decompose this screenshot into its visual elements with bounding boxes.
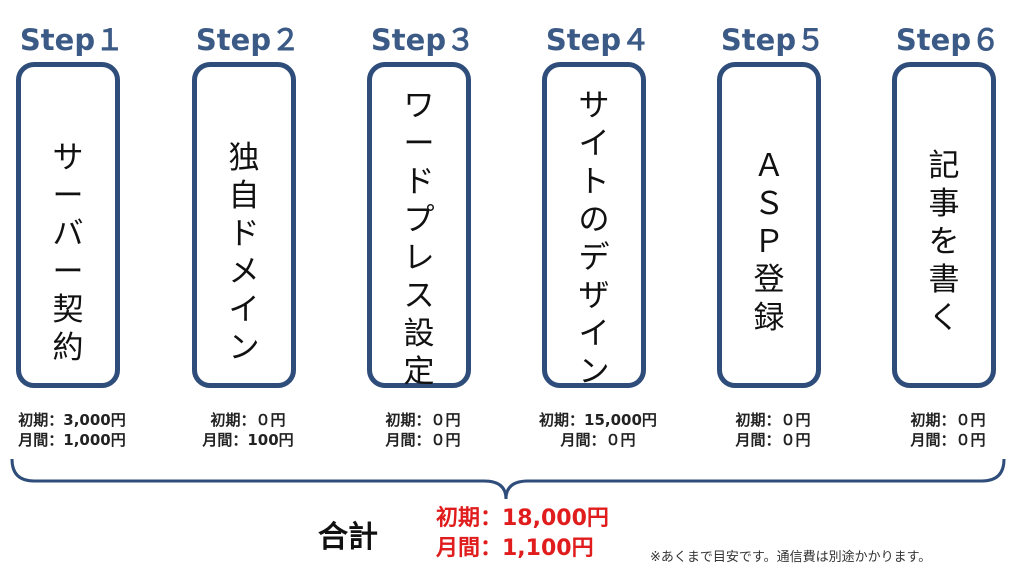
step-title: Step４ (545, 23, 651, 57)
initial-cost: 初期：０円 (910, 411, 986, 429)
initial-cost: 初期：０円 (735, 411, 811, 429)
step-title: Step６ (895, 23, 1001, 57)
step-title: Step１ (19, 23, 125, 57)
footnote: ※あくまで目安です。通信費は別途かかります。 (650, 550, 932, 565)
step-cost: 初期：3,000円 月間：1,000円 (2, 410, 142, 450)
step-cost: 初期：０円 月間：０円 (353, 410, 493, 450)
step-name: ワードプレス設定 (403, 88, 435, 390)
total-label: 合計 (318, 520, 378, 555)
total-monthly: 月間：1,100円 (436, 536, 594, 561)
step-name: サイトのデザイン (578, 88, 610, 390)
monthly-cost: 月間：1,000円 (18, 431, 126, 449)
summary-brace (10, 458, 1006, 500)
initial-cost: 初期：０円 (385, 411, 461, 429)
step-cost: 初期：15,000円 月間：０円 (528, 410, 668, 450)
monthly-cost: 月間：０円 (385, 431, 461, 449)
total-initial: 初期：18,000円 (436, 506, 609, 531)
monthly-cost: 月間：100円 (202, 431, 294, 449)
initial-cost: 初期：3,000円 (18, 411, 126, 429)
step-title: Step２ (195, 23, 301, 57)
monthly-cost: 月間：０円 (735, 431, 811, 449)
step-box: ワードプレス設定 (367, 62, 471, 390)
step-name: 独自ドメイン (228, 140, 260, 366)
step-title: Step５ (720, 23, 826, 57)
step-name: ＡＳＰ登録 (753, 148, 785, 336)
step-title: Step３ (370, 23, 476, 57)
step-cost: 初期：０円 月間：100円 (178, 410, 318, 450)
monthly-cost: 月間：０円 (560, 431, 636, 449)
step-cost: 初期：０円 月間：０円 (703, 410, 843, 450)
step-box: 独自ドメイン (192, 62, 296, 388)
initial-cost: 初期：０円 (210, 411, 286, 429)
step-box: 記事を書く (892, 62, 996, 388)
step-box: ＡＳＰ登録 (717, 62, 821, 388)
total-values: 初期：18,000円 月間：1,100円 (436, 504, 609, 564)
initial-cost: 初期：15,000円 (539, 411, 657, 429)
step-box: サイトのデザイン (542, 62, 646, 390)
monthly-cost: 月間：０円 (910, 431, 986, 449)
step-box: サーバー契約 (16, 62, 120, 388)
step-name: 記事を書く (928, 148, 960, 336)
step-name: サーバー契約 (52, 140, 84, 366)
step-cost: 初期：０円 月間：０円 (878, 410, 1018, 450)
